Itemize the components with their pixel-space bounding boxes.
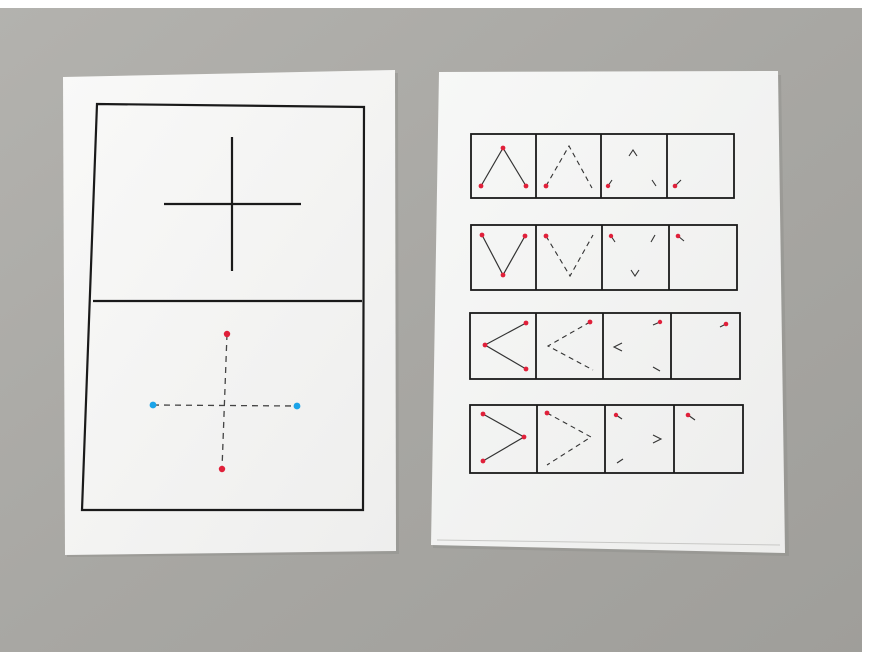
left-sheet-paper — [63, 70, 396, 555]
top-border — [0, 0, 869, 8]
bottom-border — [0, 652, 869, 658]
dot-red-top — [224, 331, 230, 337]
dot-blue-left — [150, 402, 157, 409]
dot-blue-right — [294, 403, 301, 410]
right-sheet — [431, 71, 789, 556]
left-sheet — [63, 70, 399, 557]
dot-red-bottom — [219, 466, 225, 472]
right-sheet-paper — [431, 71, 785, 553]
right-border — [862, 0, 869, 658]
